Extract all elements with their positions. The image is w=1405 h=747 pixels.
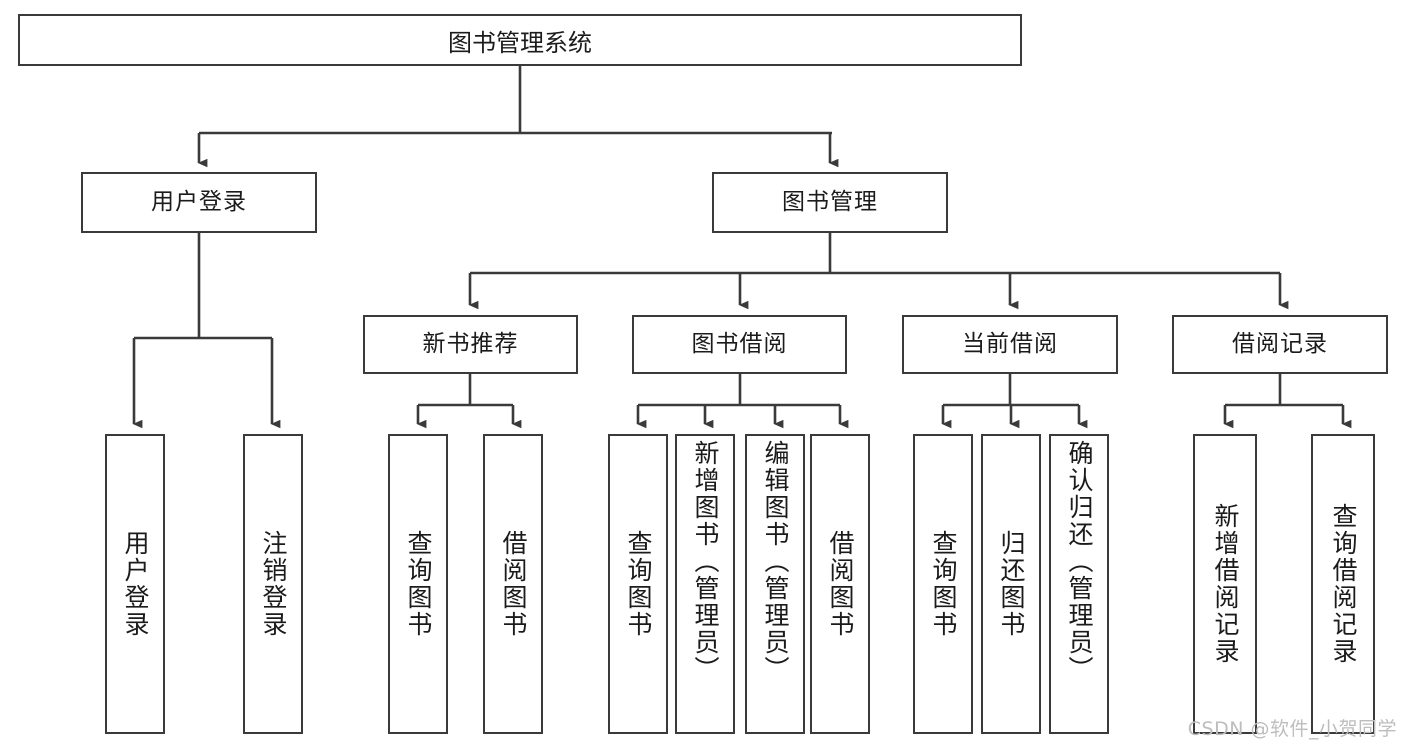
leaf-borrow-query-book[interactable]: 查询图书 xyxy=(608,434,668,734)
node-user-login-label: 用户登录 xyxy=(151,188,247,215)
leaf-recommend-query-book-label: 查询图书 xyxy=(404,530,433,638)
node-root-label: 图书管理系统 xyxy=(448,28,592,57)
node-new-book-recommend[interactable]: 新书推荐 xyxy=(363,315,578,374)
leaf-borrow-edit-book-label: 编辑图书（管理员） xyxy=(761,440,790,683)
leaf-logout[interactable]: 注销登录 xyxy=(243,434,303,734)
node-borrow-record[interactable]: 借阅记录 xyxy=(1172,315,1388,374)
node-book-borrow-label: 图书借阅 xyxy=(691,330,788,357)
leaf-user-login-label: 用户登录 xyxy=(121,530,150,638)
leaf-current-confirm-return-label: 确认归还（管理员） xyxy=(1065,440,1094,683)
leaf-current-query-book-label: 查询图书 xyxy=(929,530,958,638)
leaf-current-confirm-return[interactable]: 确认归还（管理员） xyxy=(1049,434,1109,734)
leaf-borrow-edit-book[interactable]: 编辑图书（管理员） xyxy=(745,434,805,734)
node-book-management[interactable]: 图书管理 xyxy=(712,172,948,233)
leaf-user-login[interactable]: 用户登录 xyxy=(105,434,165,734)
leaf-recommend-borrow-book-label: 借阅图书 xyxy=(499,530,528,638)
leaf-borrow-borrow-book-label: 借阅图书 xyxy=(826,530,855,638)
leaf-logout-label: 注销登录 xyxy=(259,530,288,638)
node-borrow-record-label: 借阅记录 xyxy=(1232,330,1328,357)
leaf-record-add-label: 新增借阅记录 xyxy=(1211,503,1240,665)
leaf-record-add[interactable]: 新增借阅记录 xyxy=(1193,434,1257,734)
leaf-recommend-borrow-book[interactable]: 借阅图书 xyxy=(483,434,543,734)
leaf-current-query-book[interactable]: 查询图书 xyxy=(913,434,973,734)
leaf-borrow-borrow-book[interactable]: 借阅图书 xyxy=(810,434,870,734)
leaf-recommend-query-book[interactable]: 查询图书 xyxy=(388,434,448,734)
leaf-borrow-add-book-label: 新增图书（管理员） xyxy=(691,440,720,683)
node-user-login[interactable]: 用户登录 xyxy=(81,172,317,233)
node-current-borrow[interactable]: 当前借阅 xyxy=(902,315,1118,374)
node-new-book-recommend-label: 新书推荐 xyxy=(422,330,519,357)
leaf-record-query-label: 查询借阅记录 xyxy=(1329,503,1358,665)
leaf-borrow-add-book[interactable]: 新增图书（管理员） xyxy=(675,434,735,734)
node-current-borrow-label: 当前借阅 xyxy=(962,330,1058,357)
csdn-watermark: CSDN @软件_小贺同学 xyxy=(1187,718,1397,740)
node-book-management-label: 图书管理 xyxy=(782,188,878,215)
leaf-record-query[interactable]: 查询借阅记录 xyxy=(1311,434,1375,734)
leaf-current-return-book-label: 归还图书 xyxy=(997,530,1026,638)
leaf-current-return-book[interactable]: 归还图书 xyxy=(981,434,1041,734)
leaf-borrow-query-book-label: 查询图书 xyxy=(624,530,653,638)
node-book-borrow[interactable]: 图书借阅 xyxy=(632,315,847,374)
node-root-system[interactable]: 图书管理系统 xyxy=(18,14,1022,66)
